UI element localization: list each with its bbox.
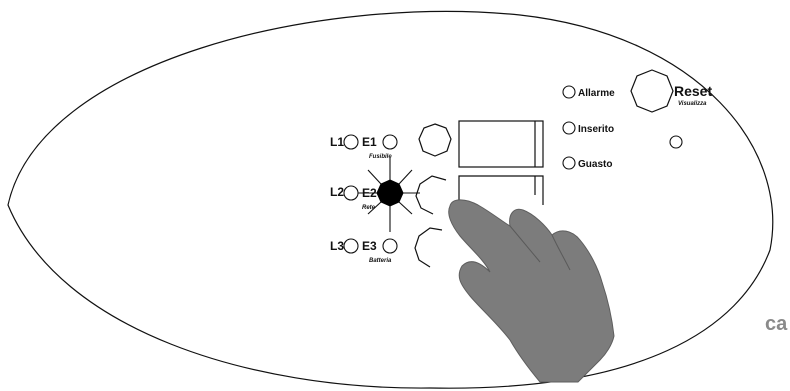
led-allarme [562, 85, 576, 99]
button-1[interactable] [418, 123, 452, 157]
label-l1: L1 [330, 135, 344, 149]
label-e1: E1 [362, 135, 377, 149]
label-guasto: Guasto [578, 159, 612, 170]
led-l1 [343, 134, 359, 150]
pointing-hand-icon [448, 199, 615, 383]
label-e2-sub: Rete [362, 205, 376, 211]
led-guasto [562, 156, 576, 170]
led-reset [669, 135, 683, 149]
display-top [458, 120, 544, 168]
label-e3-sub: Batteria [369, 258, 392, 264]
led-inserito [562, 121, 576, 135]
label-inserito: Inserito [578, 124, 614, 135]
label-l2: L2 [330, 185, 344, 199]
label-e1-sub: Fusibile [369, 154, 392, 160]
label-e3: E3 [362, 239, 377, 253]
button-2[interactable] [415, 175, 447, 215]
watermark-text: ca [765, 313, 788, 335]
button-3[interactable] [414, 227, 443, 268]
display-bottom [458, 175, 544, 205]
led-l3 [343, 238, 359, 254]
reset-sub-label: Visualizza [678, 101, 707, 107]
reset-label: Reset [674, 83, 712, 99]
led-l2 [343, 185, 359, 201]
label-allarme: Allarme [578, 88, 615, 99]
label-l3: L3 [330, 239, 344, 253]
led-e1 [382, 134, 398, 150]
lit-led-icon [376, 179, 404, 207]
panel-outline [7, 10, 774, 389]
reset-button[interactable] [630, 69, 674, 113]
led-e3 [382, 238, 398, 254]
